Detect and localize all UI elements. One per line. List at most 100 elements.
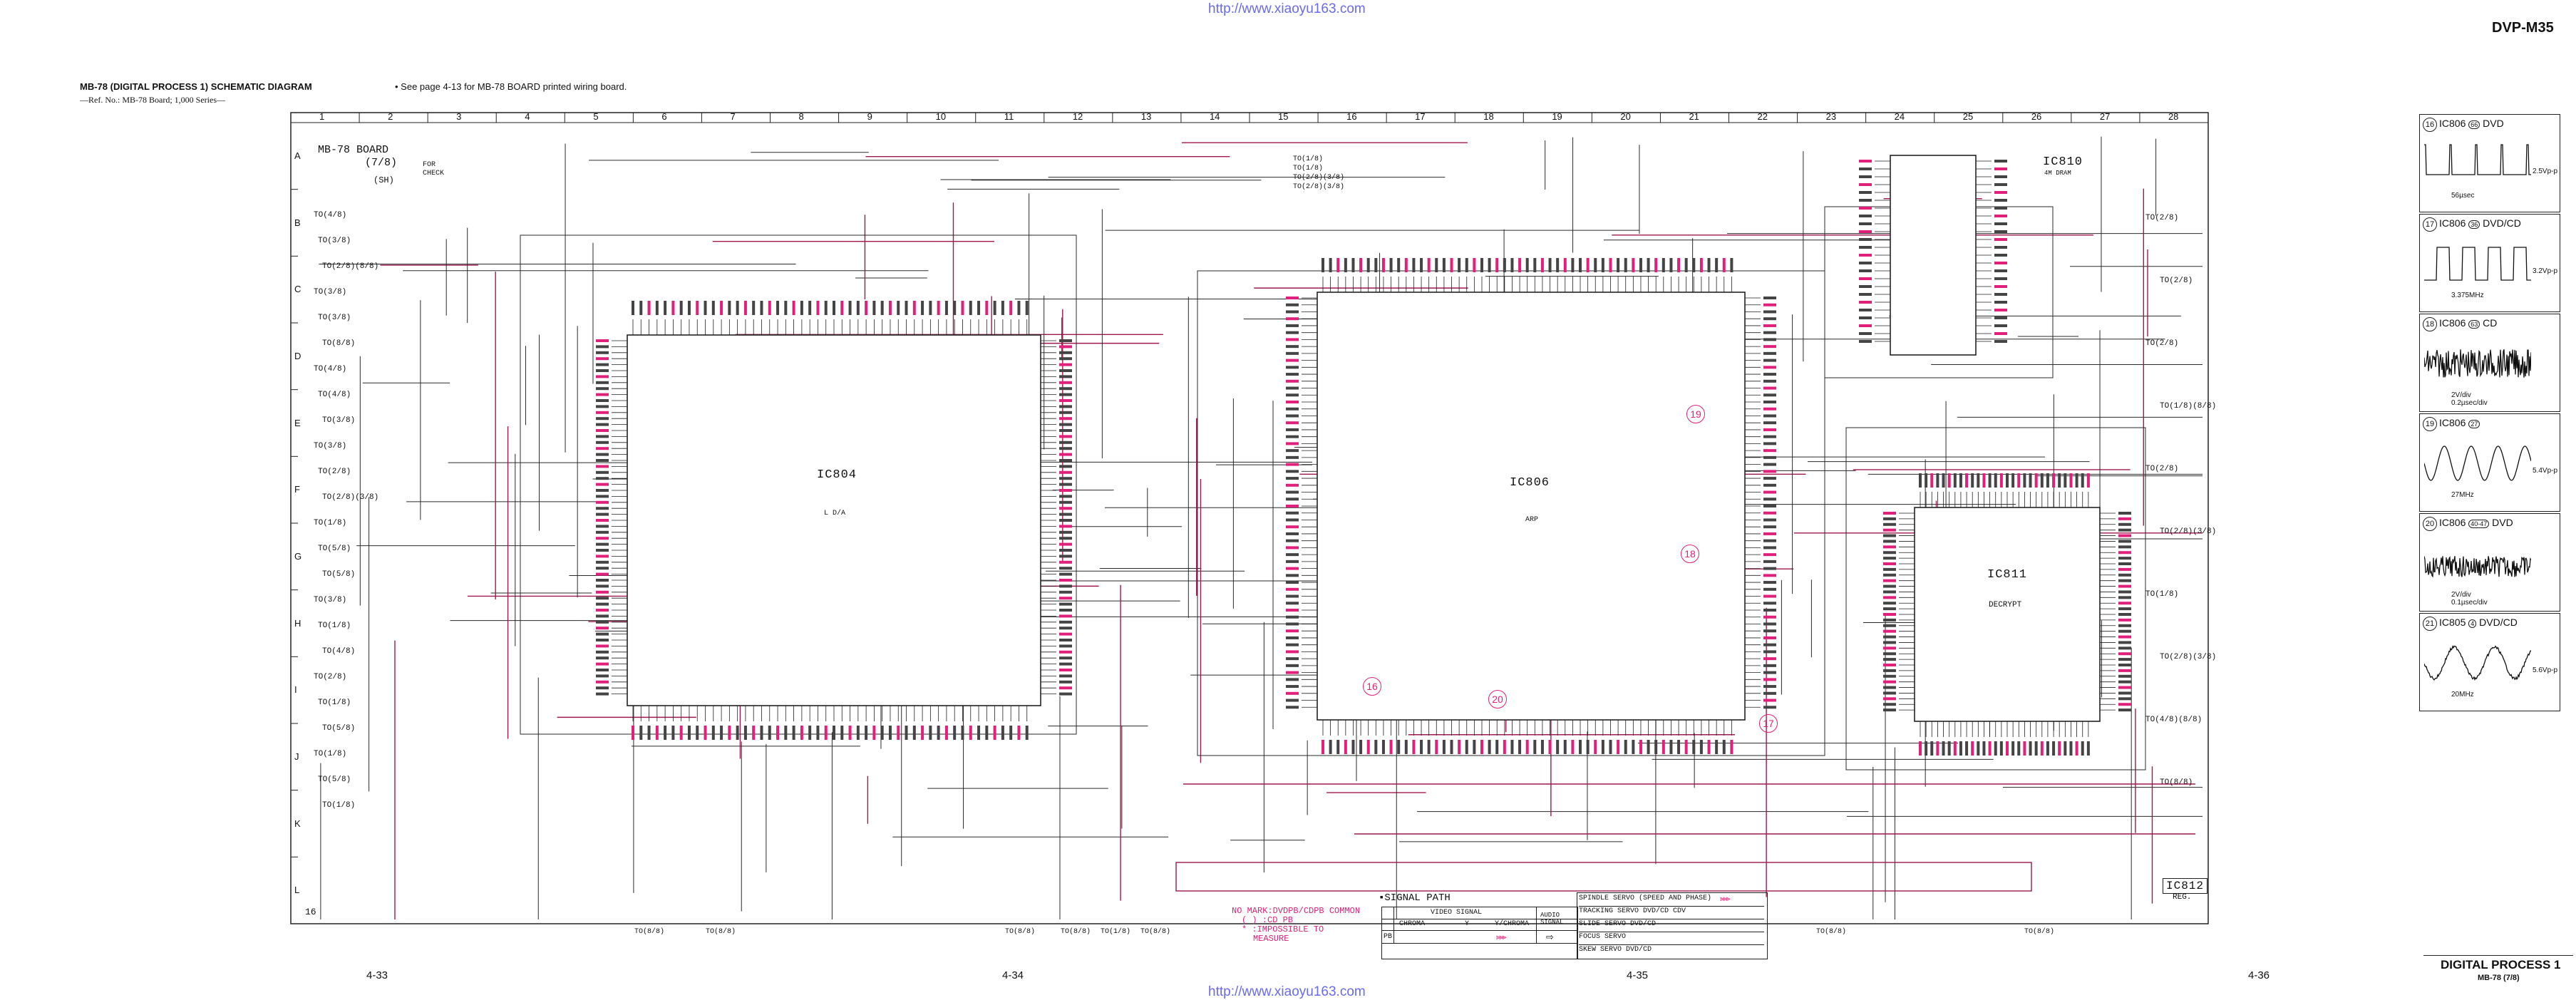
pin-mark	[1059, 584, 1072, 588]
pin-mark	[1763, 525, 1776, 529]
pin-mark	[1495, 740, 1499, 754]
column-label-22: 22	[1757, 111, 1768, 122]
pin-mark	[1883, 590, 1896, 594]
pin-mark	[1763, 685, 1776, 689]
pin-mark	[977, 301, 981, 315]
pin-mark	[1994, 230, 2007, 233]
pin-mark	[1059, 453, 1072, 456]
pin-mark	[1059, 560, 1072, 564]
left-ref: TO(5/8)	[318, 545, 351, 553]
pin-mark	[728, 301, 731, 315]
right-ref: TO(2/8)(3/8)	[2160, 527, 2217, 536]
pin-mark	[1977, 473, 1980, 488]
ic811-label: IC811	[1987, 568, 2028, 582]
pin-mark	[2118, 669, 2131, 672]
pin-mark	[1059, 590, 1072, 594]
source-url-top[interactable]: http://www.xiaoyu163.com	[1208, 1, 1366, 16]
pin-mark	[1953, 741, 1957, 756]
pin-mark	[1059, 650, 1072, 654]
pin-mark	[1009, 301, 1013, 315]
page-number-4-36: 4-36	[2248, 969, 2270, 981]
pin-mark	[596, 393, 609, 396]
pin-mark	[1883, 551, 1896, 555]
pin-mark	[840, 726, 844, 740]
pin-mark	[1859, 277, 1872, 280]
pin-mark	[1059, 597, 1072, 600]
column-label-10: 10	[935, 111, 947, 122]
bottom-ref: TO(8/8)	[1061, 928, 1091, 936]
diagram-note: • See page 4-13 for MB-78 BOARD printed …	[395, 81, 627, 92]
pin-mark	[1286, 483, 1299, 487]
left-ref: TO(5/8)	[322, 724, 356, 733]
pin-mark	[1994, 473, 1997, 488]
pin-mark	[1763, 532, 1776, 535]
pin-mark	[1601, 740, 1604, 754]
pin-mark	[1286, 560, 1299, 563]
pin-mark	[1763, 414, 1776, 418]
pin-mark	[1763, 505, 1776, 507]
pin-mark	[1763, 671, 1776, 674]
pin-mark	[1533, 740, 1537, 754]
pin-mark	[1059, 477, 1072, 480]
pin-mark	[1059, 345, 1072, 349]
mark-note-line1: NO MARK:DVDPB/CDPB COMMON	[1232, 906, 1361, 916]
pin-mark	[1609, 740, 1612, 754]
pin-mark	[743, 301, 747, 315]
pin-mark	[2118, 540, 2131, 543]
pin-mark	[596, 560, 609, 564]
pin-mark	[1286, 297, 1299, 299]
pin-mark	[671, 726, 675, 740]
pin-mark	[596, 656, 609, 660]
pin-mark	[596, 686, 609, 690]
pin-mark	[632, 726, 634, 740]
pin-mark	[1883, 557, 1896, 560]
left-ref: TO(3/8)	[314, 288, 347, 297]
pin-mark	[1959, 473, 1962, 488]
pin-mark	[1730, 258, 1733, 272]
left-ref: TO(5/8)	[318, 775, 351, 784]
servo-row: SKEW SERVO DVD/CD	[1579, 946, 1652, 954]
pin-mark	[1994, 309, 2007, 311]
column-label-1: 1	[319, 111, 325, 122]
pin-mark	[1883, 708, 1896, 712]
pin-mark	[1953, 473, 1957, 488]
pin-mark	[1936, 741, 1939, 756]
top-ref: TO(2/8)(3/8)	[1293, 174, 1345, 182]
waveform-ic: IC806	[2439, 217, 2469, 229]
pin-mark	[1715, 258, 1719, 272]
pin-mark	[1763, 650, 1776, 654]
waveform-time: 3.375MHz	[2451, 292, 2484, 299]
pin-mark	[1286, 546, 1299, 550]
column-label-11: 11	[1004, 111, 1014, 122]
pin-mark	[1994, 191, 2007, 194]
pin-mark	[1059, 387, 1072, 391]
pin-mark	[888, 726, 892, 740]
waveform-pin: 27	[2468, 420, 2480, 428]
pin-mark	[1389, 258, 1393, 272]
pin-mark	[897, 301, 900, 315]
pin-mark	[1883, 669, 1896, 672]
trace-line	[2424, 247, 2531, 281]
pin-mark	[596, 465, 609, 468]
pin-mark	[1601, 258, 1604, 272]
pin-mark	[1994, 316, 2007, 319]
pin-mark	[1994, 269, 2007, 272]
left-ref: TO(4/8)	[314, 211, 347, 220]
pin-mark	[687, 301, 691, 315]
pin-mark	[596, 567, 609, 570]
pin-mark	[2118, 584, 2131, 588]
pin-mark	[1883, 674, 1896, 678]
source-url-bottom[interactable]: http://www.xiaoyu163.com	[1208, 984, 1366, 999]
pin-mark	[1883, 602, 1896, 605]
pin-mark	[897, 726, 900, 740]
pin-mark	[1025, 301, 1029, 315]
pin-mark	[1654, 740, 1658, 754]
left-ref: TO(5/8)	[322, 570, 356, 579]
row-label-A: A	[294, 150, 301, 161]
ic812-sub: REG.	[2173, 893, 2192, 902]
pin-mark	[985, 726, 989, 740]
pin-mark	[1883, 624, 1896, 627]
pin-mark	[1883, 573, 1896, 577]
pin-mark	[1763, 664, 1776, 667]
